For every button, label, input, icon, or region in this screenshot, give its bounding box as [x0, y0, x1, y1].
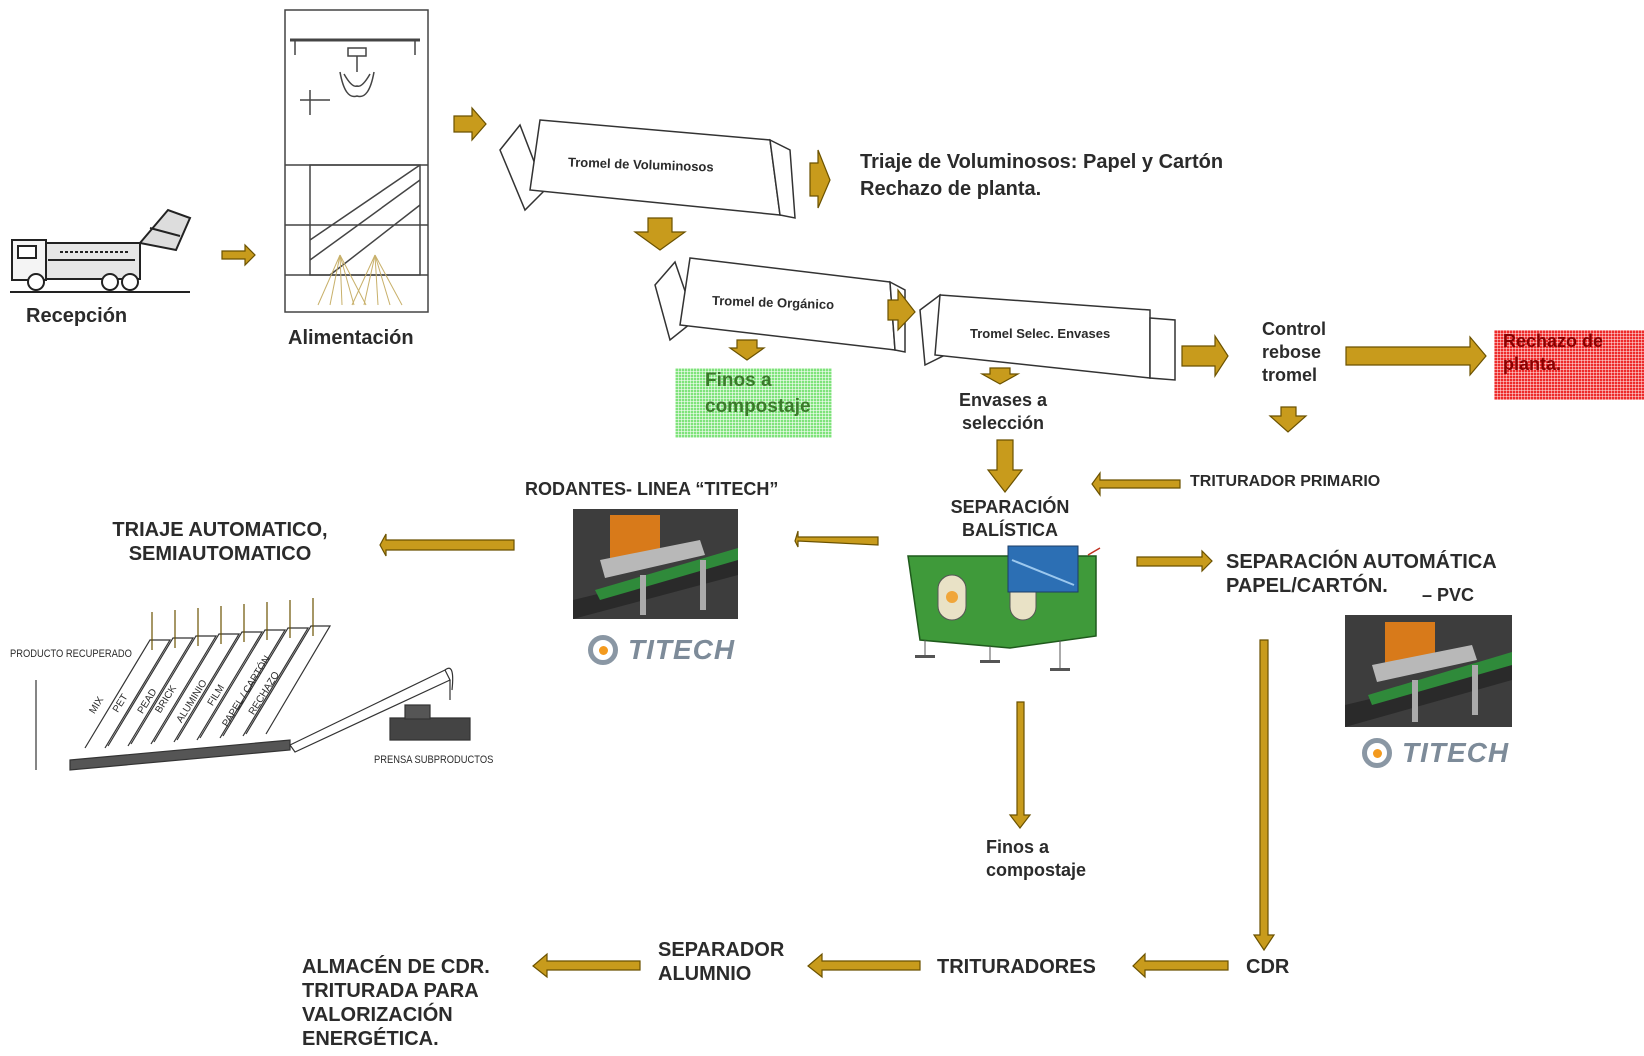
- feed-hopper-icon: [284, 9, 429, 313]
- finos-compostaje-box: Finos a compostaje: [675, 368, 832, 438]
- truck-icon: [10, 208, 192, 293]
- rechazo-planta-box: Rechazo de planta.: [1494, 330, 1644, 400]
- titech-logo-icon: [1362, 738, 1392, 768]
- label-alimentacion: Alimentación: [288, 327, 414, 349]
- label-envases-seleccion: Envases a selección: [958, 390, 1048, 433]
- label-triaje-voluminosos: Triaje de Voluminosos: Papel y Cartón: [860, 151, 1224, 173]
- flow-arrows: [221, 106, 1487, 979]
- label-triaje-automatico: TRIAJE AUTOMATICO, SEMIAUTOMATICO: [112, 519, 328, 565]
- titech-logo-icon: [588, 635, 618, 665]
- label-producto-recuperado: PRODUCTO RECUPERADO: [10, 648, 132, 660]
- label-separador-alumnio: SEPARADOR ALUMNIO: [658, 939, 785, 985]
- label-rechazo-planta-2: Rechazo de planta.: [1503, 331, 1604, 374]
- ballistic-separator-icon: [907, 545, 1101, 671]
- tromel-organico-icon: [654, 257, 906, 353]
- label-almacen-cdr: ALMACÉN DE CDR. TRITURADA PARA VALORIZAC…: [302, 956, 490, 1050]
- label-finos-compostaje-2: Finos a compostaje: [986, 837, 1087, 880]
- titech-wordmark: TITECH: [628, 634, 736, 665]
- sorting-cabin-drawing: [35, 598, 471, 771]
- label-separacion-automatica: SEPARACIÓN AUTOMÁTICA PAPEL/CARTÓN.: [1226, 551, 1496, 597]
- label-control-rebose: Control rebose tromel: [1262, 319, 1326, 385]
- label-rodantes-linea: RODANTES- LINEA “TITECH”: [525, 479, 779, 499]
- label-triturador-primario: TRITURADOR PRIMARIO: [1190, 473, 1381, 490]
- label-recepcion: Recepción: [26, 305, 128, 327]
- label-rechazo-planta-1: Rechazo de planta.: [860, 178, 1042, 200]
- label-finos-compostaje-1: Finos a compostaje: [705, 370, 811, 417]
- label-cdr: CDR: [1246, 956, 1290, 978]
- label-pvc: – PVC: [1422, 585, 1475, 605]
- titech-conveyor-photo-2: [1345, 615, 1512, 727]
- tromel-envases-icon: [919, 293, 1176, 381]
- label-separacion-balistica: SEPARACIÓN BALÍSTICA: [950, 497, 1070, 540]
- tromel-voluminosos-icon: [499, 119, 796, 219]
- label-prensa-subproductos: PRENSA SUBPRODUCTOS: [374, 754, 494, 766]
- titech-wordmark: TITECH: [1402, 737, 1510, 768]
- label-trituradores: TRITURADORES: [937, 956, 1096, 978]
- titech-conveyor-photo-1: [573, 509, 738, 619]
- label-tromel-envases: Tromel Selec. Envases: [970, 326, 1111, 341]
